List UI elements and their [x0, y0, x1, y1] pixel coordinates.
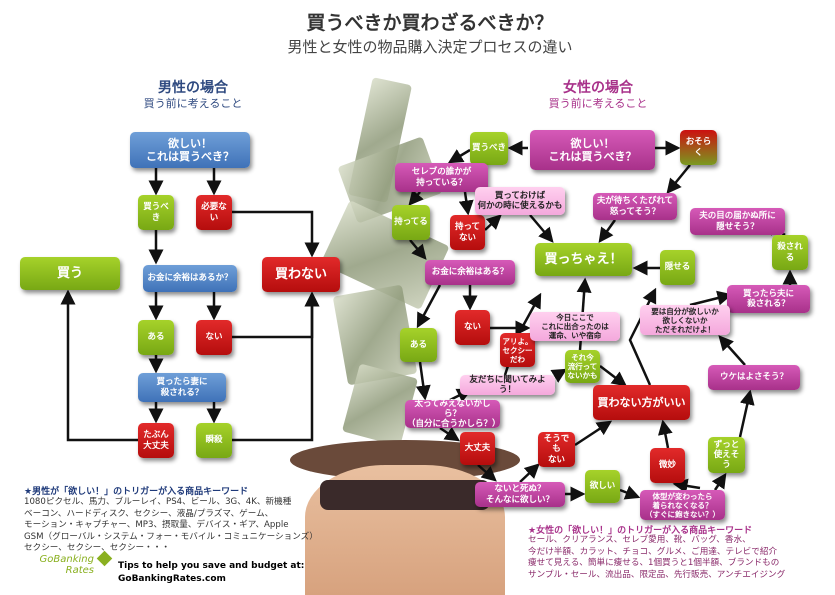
keyword-line: ベーコン、ハードディスク、セクシー、液晶/プラズマ、ゲーム、 [24, 508, 274, 519]
men-probably-ok: たぶん 大丈夫 [138, 423, 174, 458]
women-question-want: 欲しい！ これは買うべき？ [530, 130, 655, 170]
women-fat-question: 太ってみえないかしら？ （自分に合うかしら？） [405, 398, 501, 430]
men-heading: 男性の場合 [158, 80, 228, 96]
women-iffy: 微妙 [650, 448, 685, 483]
keyword-line: セクシー、セクシー、セクシー・・・ [24, 543, 170, 554]
women-killed-question: 買ったら夫に 殺される？ [727, 285, 810, 313]
men-keywords-title: ★男性が「欲しい！」のトリガーが入る商品キーワード [24, 487, 249, 497]
gobankingrates-logo: GoBanking Rates [39, 554, 94, 576]
men-no-need: 必要ない [196, 195, 232, 230]
men-dont-buy: 買わない [262, 257, 340, 292]
keyword-line: 痩せて見える、簡単に痩せる、1個買うと1個半額、ブランドもの [528, 558, 780, 569]
women-ask-friend: 友だちに聞いてみよう！ [460, 375, 555, 395]
men-keywords: 1080ピクセル、馬力、ブルーレイ、PS4、ビール、3G、4K、新機種 ベーコン… [24, 497, 318, 555]
keyword-line: セール、クリアランス、セレブ愛用、靴、バッグ、香水、 [528, 535, 751, 545]
keyword-line: 今だけ半額、カラット、チョコ、グルメ、ご用達、テレビで紹介 [528, 546, 778, 557]
women-maybe-useful: 買っておけば 何かの時に使えるかも [475, 187, 565, 215]
men-question-money: お金に余裕はあるか？ [143, 265, 237, 292]
men-buy: 買う [20, 257, 120, 290]
men-money-no: ない [196, 320, 232, 355]
men-question-wife: 買ったら妻に 殺される？ [138, 373, 226, 402]
women-money-question: お金に余裕はある？ [425, 260, 515, 285]
women-sexy: アリよ。 セクシー だわ [500, 333, 535, 367]
page-subtitle: 男性と女性の物品購入決定プロセスの違い [287, 38, 573, 56]
women-celeb-question: セレブの誰かが 持っている？ [395, 163, 488, 192]
women-can-hide: 隠せる [660, 250, 695, 285]
women-heading: 女性の場合 [563, 80, 633, 96]
women-husband-question: 夫が待ちくたびれて 怒ってそう？ [593, 193, 677, 220]
footer-site-link[interactable]: GoBankingRates.com [118, 574, 226, 584]
men-should-buy: 買うべき [138, 195, 174, 230]
women-hide-question: 夫の目の届かぬ所に 隠せそう？ [690, 208, 785, 235]
women-want: 欲しい [585, 470, 620, 503]
women-popular-question: ウケはよさそう？ [708, 365, 800, 390]
footer-tip: Tips to help you save and budget at: [118, 561, 305, 571]
women-keywords-title: ★女性の「欲しい！」のトリガーが入る商品キーワード [528, 526, 753, 536]
women-subheading: 買う前に考えること [548, 97, 648, 110]
women-dont-have: 持って ない [450, 215, 485, 250]
women-body-question: 体型が変わったら 着られなくなる？ （すぐに飽きない？） [640, 490, 725, 520]
women-ok: 大丈夫 [460, 432, 495, 465]
keyword-line: 1080ピクセル、馬力、ブルーレイ、PS4、ビール、3G、4K、新機種 [24, 497, 292, 507]
keyword-line: モーション・キャプチャー、MP3、摂取量、デバイス・ギア、Apple [24, 520, 289, 531]
women-not-really: そうでも ない [538, 432, 575, 467]
women-probably: おそらく [680, 130, 717, 165]
women-better-not: 買わない方がいい [593, 385, 690, 420]
men-subheading: 買う前に考えること [143, 97, 243, 110]
keyword-line: サンプル・セール、流出品、限定品、先行販売、アンチエイジング [528, 569, 786, 580]
women-trend: それ今 流行って ないかも [565, 350, 600, 383]
women-have: 持ってる [392, 205, 430, 240]
keyword-line: GSM（グローバル・システム・フォー・モバイル・コミュニケーションズ） [24, 531, 318, 542]
men-instant-death: 瞬殺 [196, 423, 232, 458]
women-die-question: ないと死ぬ？ そんなに欲しい？ [475, 482, 565, 507]
women-money-no: ない [455, 310, 490, 345]
women-lasting: ずっと 使えそう [708, 437, 745, 473]
women-keywords: セール、クリアランス、セレブ愛用、靴、バッグ、香水、 今だけ半額、カラット、チョ… [528, 535, 785, 581]
men-money-yes: ある [138, 320, 174, 355]
women-money-yes: ある [400, 328, 437, 362]
page-title: 買うべきか買わざるべきか？ [306, 12, 554, 34]
women-only-want: 要は自分が欲しいか 欲しくないか ただそれだけよ！ [640, 305, 730, 335]
women-killed: 殺される [772, 235, 808, 270]
women-buy-it: 買っちゃえ！ [535, 243, 632, 276]
women-should-buy: 買うべき [470, 132, 508, 165]
men-question-want: 欲しい！ これは買うべき？ [130, 132, 250, 168]
women-destiny: 今日ここで これに出合ったのは 運命、いや宿命 [530, 312, 620, 341]
